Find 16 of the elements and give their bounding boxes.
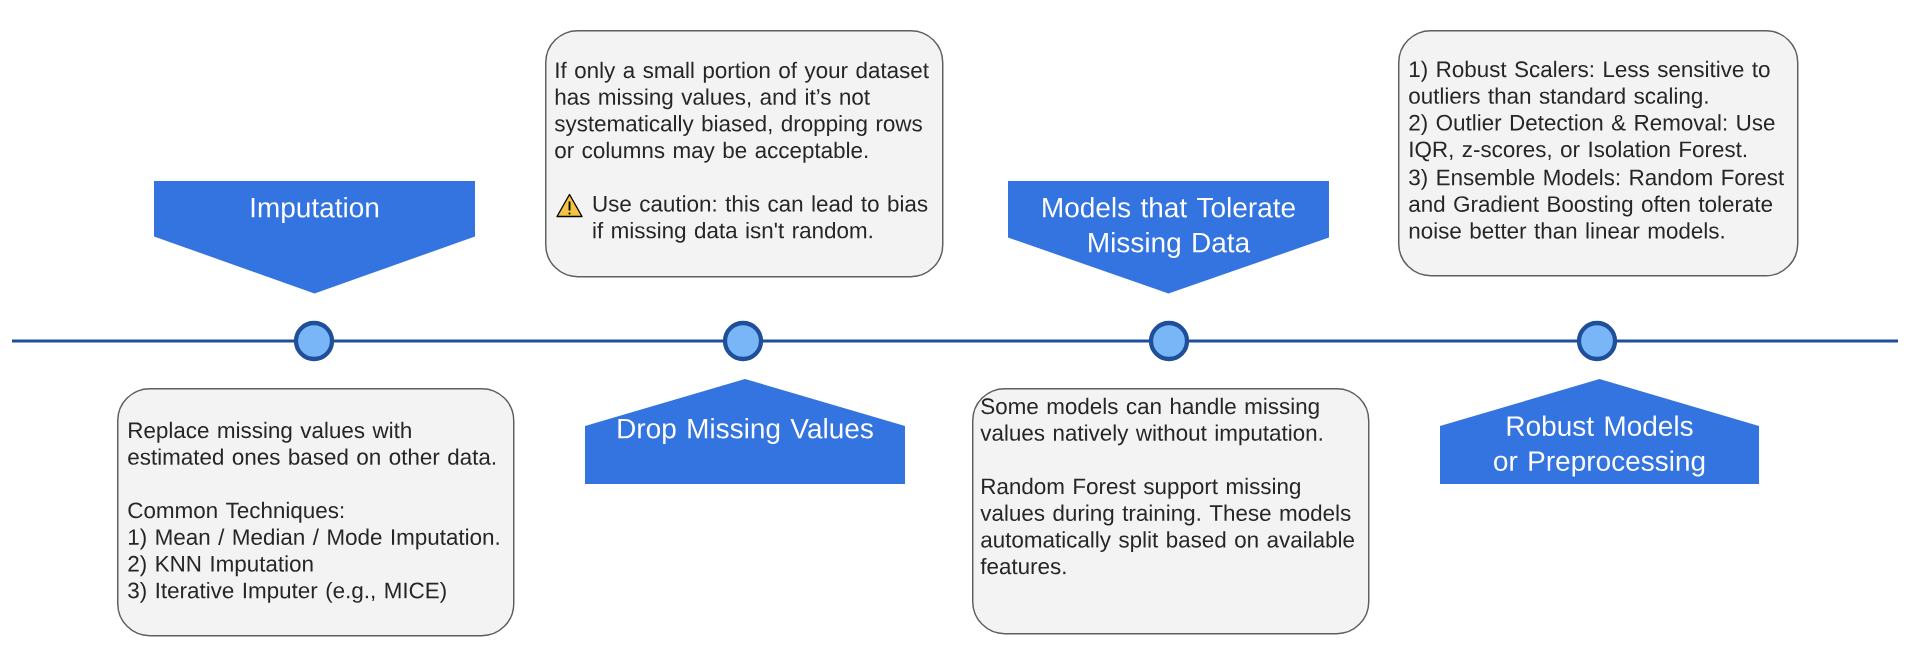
pentagon-banner: Drop Missing Values	[585, 379, 905, 484]
description-text: Some models can handle missing values natively without imputation.	[980, 397, 1322, 446]
description-text: Replace missing values with estimated ones based on other data.	[128, 421, 495, 465]
description-text: Random Forest support missing values during training. These models automatically split based on available features.	[980, 477, 1354, 575]
subheading: Common Techniques:	[128, 501, 344, 523]
list-item: 1) Robust Scalers: Less sensitive to outliers than standard scaling.	[1409, 60, 1770, 109]
pentagon-banner: Robust Models or Preprocessing	[1440, 379, 1759, 484]
list-item: 2) KNN Imputation	[128, 555, 313, 577]
pentagon-banner: Models that Tolerate Missing Data	[1008, 181, 1329, 294]
list-item: 3) Iterative Imputer (e.g., MICE)	[128, 581, 446, 603]
warning-text: Use caution: this can lead to bias if missing data isn't random.	[593, 195, 928, 243]
list-item: 1) Mean / Median / Mode Imputation.	[129, 528, 499, 550]
list-item: 2) Outlier Detection & Removal: Use IQR, z-scores, or Isolation Forest.	[1409, 114, 1775, 162]
pentagon-banner: Imputation	[154, 181, 475, 294]
description-text: If only a small portion of your dataset has missing values, and it’s not systematically biased, dropping rows or columns may be acceptable.	[554, 61, 929, 163]
list-item: 3) Ensemble Models: Random Forest and Gradient Boosting often tolerate noise better than linear models.	[1409, 168, 1784, 239]
